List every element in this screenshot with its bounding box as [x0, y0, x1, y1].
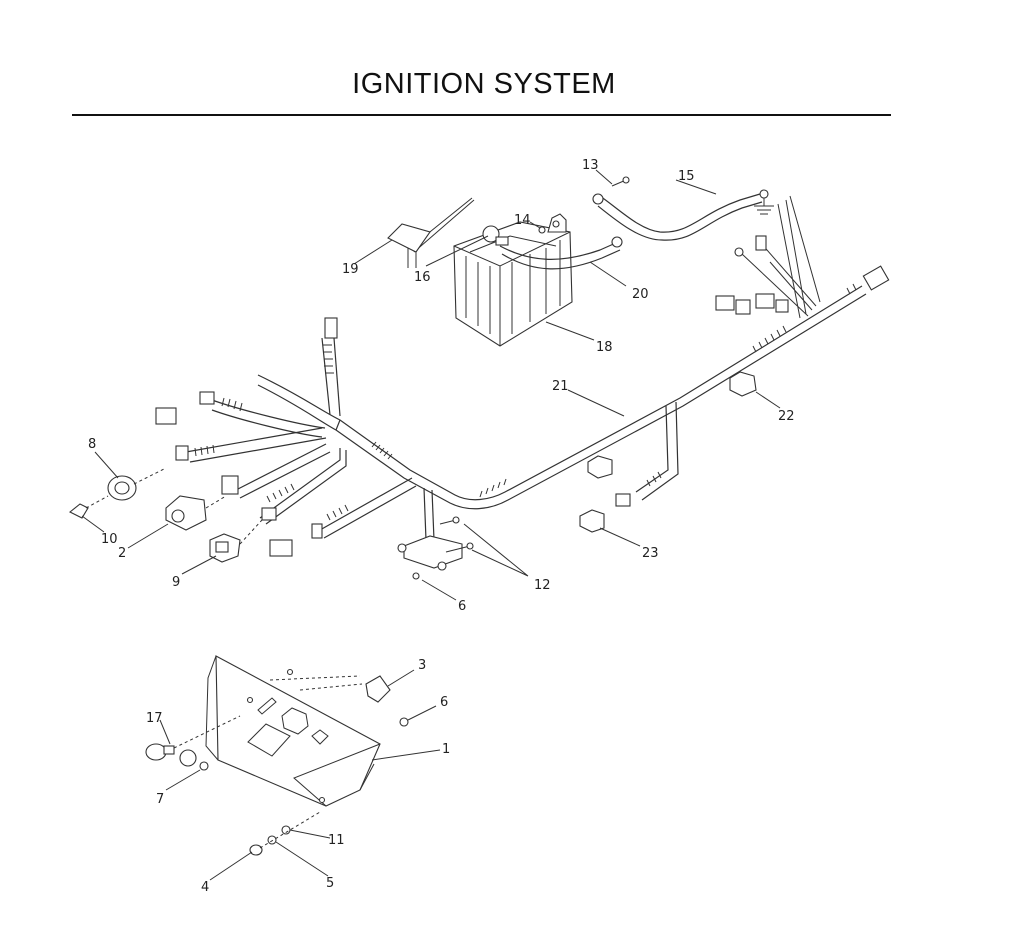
callout-6-upper: 6	[458, 599, 466, 614]
callout-16: 16	[414, 270, 431, 285]
switch-9	[209, 519, 263, 563]
nut-6-lower	[399, 717, 409, 727]
callout-10: 10	[101, 532, 118, 547]
page-title: IGNITION SYSTEM	[352, 68, 616, 100]
callout-2: 2	[118, 546, 126, 561]
hold-down-bracket-14	[538, 213, 567, 234]
harness-connectors-left	[155, 391, 323, 557]
solenoid-bracket-19	[387, 197, 475, 268]
callout-14: 14	[514, 213, 531, 228]
pto-switch-2	[165, 495, 227, 531]
callout-17: 17	[146, 711, 163, 726]
relay-upper-middle	[587, 455, 613, 479]
callout-22: 22	[778, 409, 795, 424]
clamp-3	[365, 675, 391, 703]
battery-cable-20	[499, 236, 623, 270]
callout-13: 13	[582, 158, 599, 173]
battery	[453, 221, 573, 347]
callout-19: 19	[342, 262, 359, 277]
callout-20: 20	[632, 287, 649, 302]
callout-12: 12	[534, 578, 551, 593]
callout-15: 15	[678, 169, 695, 184]
hardware-4-5-11	[249, 811, 321, 856]
callout-21: 21	[552, 379, 569, 394]
callout-23: 23	[642, 546, 659, 561]
relay-22	[729, 371, 757, 397]
callout-11: 11	[328, 833, 345, 848]
callout-7: 7	[156, 792, 164, 807]
title-rule	[72, 114, 891, 116]
callout-9: 9	[172, 575, 180, 590]
callout-5: 5	[326, 876, 334, 891]
callout-6-lower: 6	[440, 695, 448, 710]
ignition-switch-8	[107, 467, 167, 501]
callout-18: 18	[596, 340, 613, 355]
bolt-13	[611, 176, 630, 187]
callout-1: 1	[442, 742, 450, 757]
positive-terminal-16	[482, 225, 509, 246]
ground-cable-15	[592, 193, 763, 241]
connector-23	[579, 493, 631, 533]
nut-7	[199, 761, 209, 771]
leader-lines	[81, 169, 781, 881]
key-10	[68, 495, 109, 519]
callouts: 8 10 2 9 19 16 13 14 15 20 18 21 22 23 1…	[88, 158, 795, 895]
callout-3: 3	[418, 658, 426, 673]
callout-4: 4	[201, 880, 209, 895]
console-panel-1	[205, 655, 381, 807]
knob-17	[145, 715, 241, 767]
mounting-bracket-12	[397, 516, 474, 580]
callout-8: 8	[88, 437, 96, 452]
main-wire-harness	[185, 189, 890, 541]
